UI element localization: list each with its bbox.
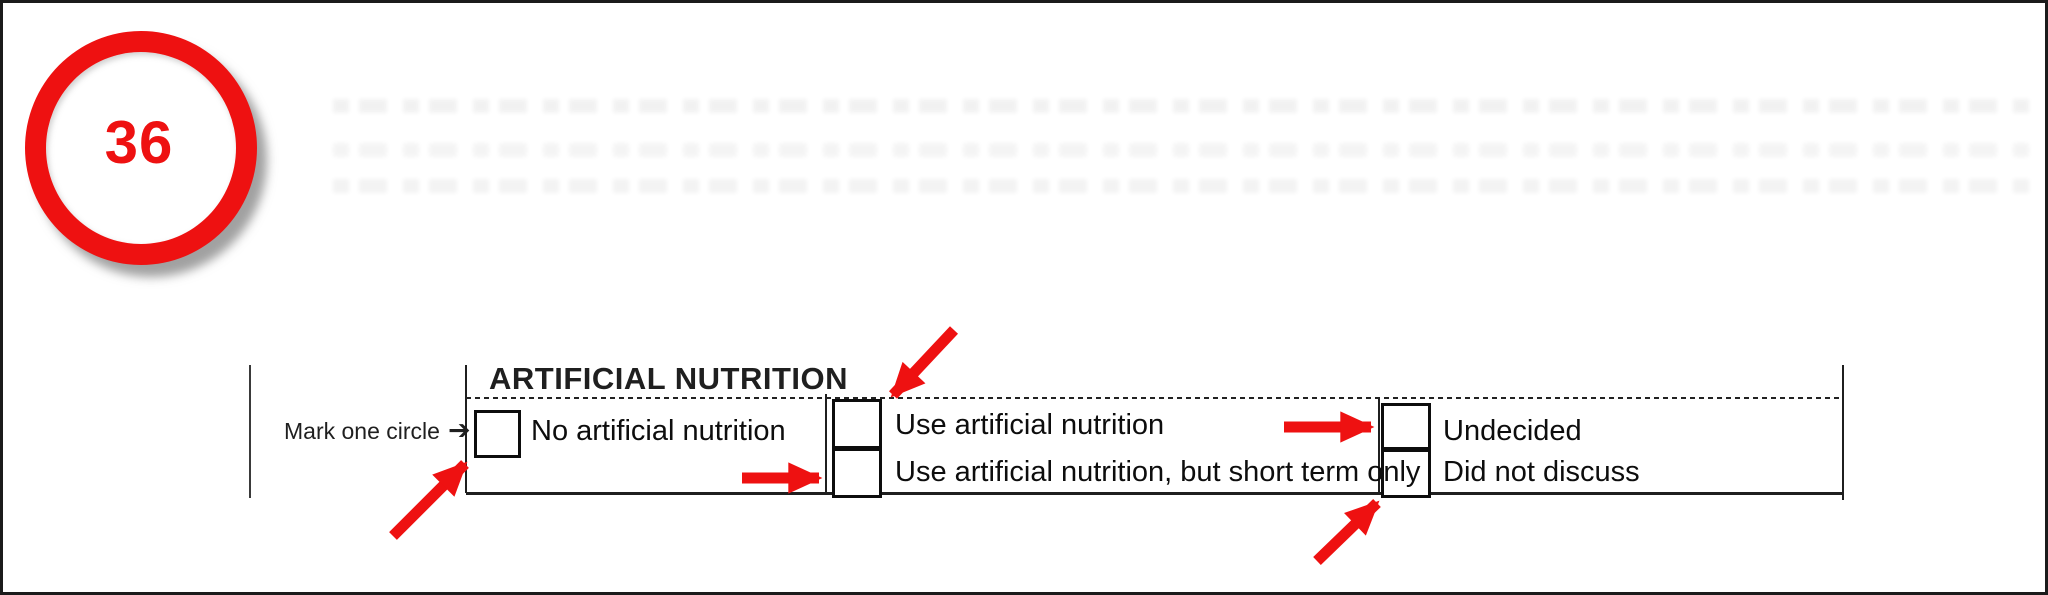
checkbox-use-artificial-nutrition[interactable] — [832, 399, 882, 449]
option-label: Use artificial nutrition — [895, 409, 1165, 441]
checkbox-use-artificial-nutrition-short-term[interactable] — [832, 448, 882, 498]
faded-text-artifact — [333, 91, 2039, 201]
right-arrow-icon: ➔ — [447, 415, 471, 446]
section-bottom-border — [466, 492, 1843, 495]
checkbox-did-not-discuss[interactable] — [1381, 449, 1431, 498]
annotation-arrows-overlay — [389, 326, 1381, 565]
section-right-border — [1842, 365, 1844, 500]
option-label: Undecided — [1443, 415, 1582, 447]
mark-one-circle-instruction: Mark one circle ➔ — [284, 415, 471, 446]
question-number-circle-badge: 36 — [25, 31, 257, 265]
annotation-arrow-use-artificial-nutrition — [888, 326, 959, 399]
row-left-guide-line — [249, 365, 251, 498]
column-separator-2 — [1378, 399, 1380, 493]
option-label: Use artificial nutrition, but short term… — [895, 456, 1421, 488]
column-separator-1 — [825, 394, 827, 493]
header-dashed-divider — [466, 397, 1843, 399]
annotation-arrow-did-not-discuss — [1313, 499, 1381, 565]
checkbox-undecided[interactable] — [1381, 403, 1431, 450]
question-number: 36 — [104, 108, 174, 176]
instruction-text: Mark one circle — [284, 418, 440, 444]
option-label: No artificial nutrition — [531, 415, 786, 447]
checkbox-no-artificial-nutrition[interactable] — [474, 410, 521, 458]
option-label: Did not discuss — [1443, 456, 1640, 488]
section-header: ARTIFICIAL NUTRITION — [489, 361, 849, 396]
section-left-border — [465, 365, 467, 493]
annotation-arrow-no-artificial-nutrition — [389, 460, 469, 540]
